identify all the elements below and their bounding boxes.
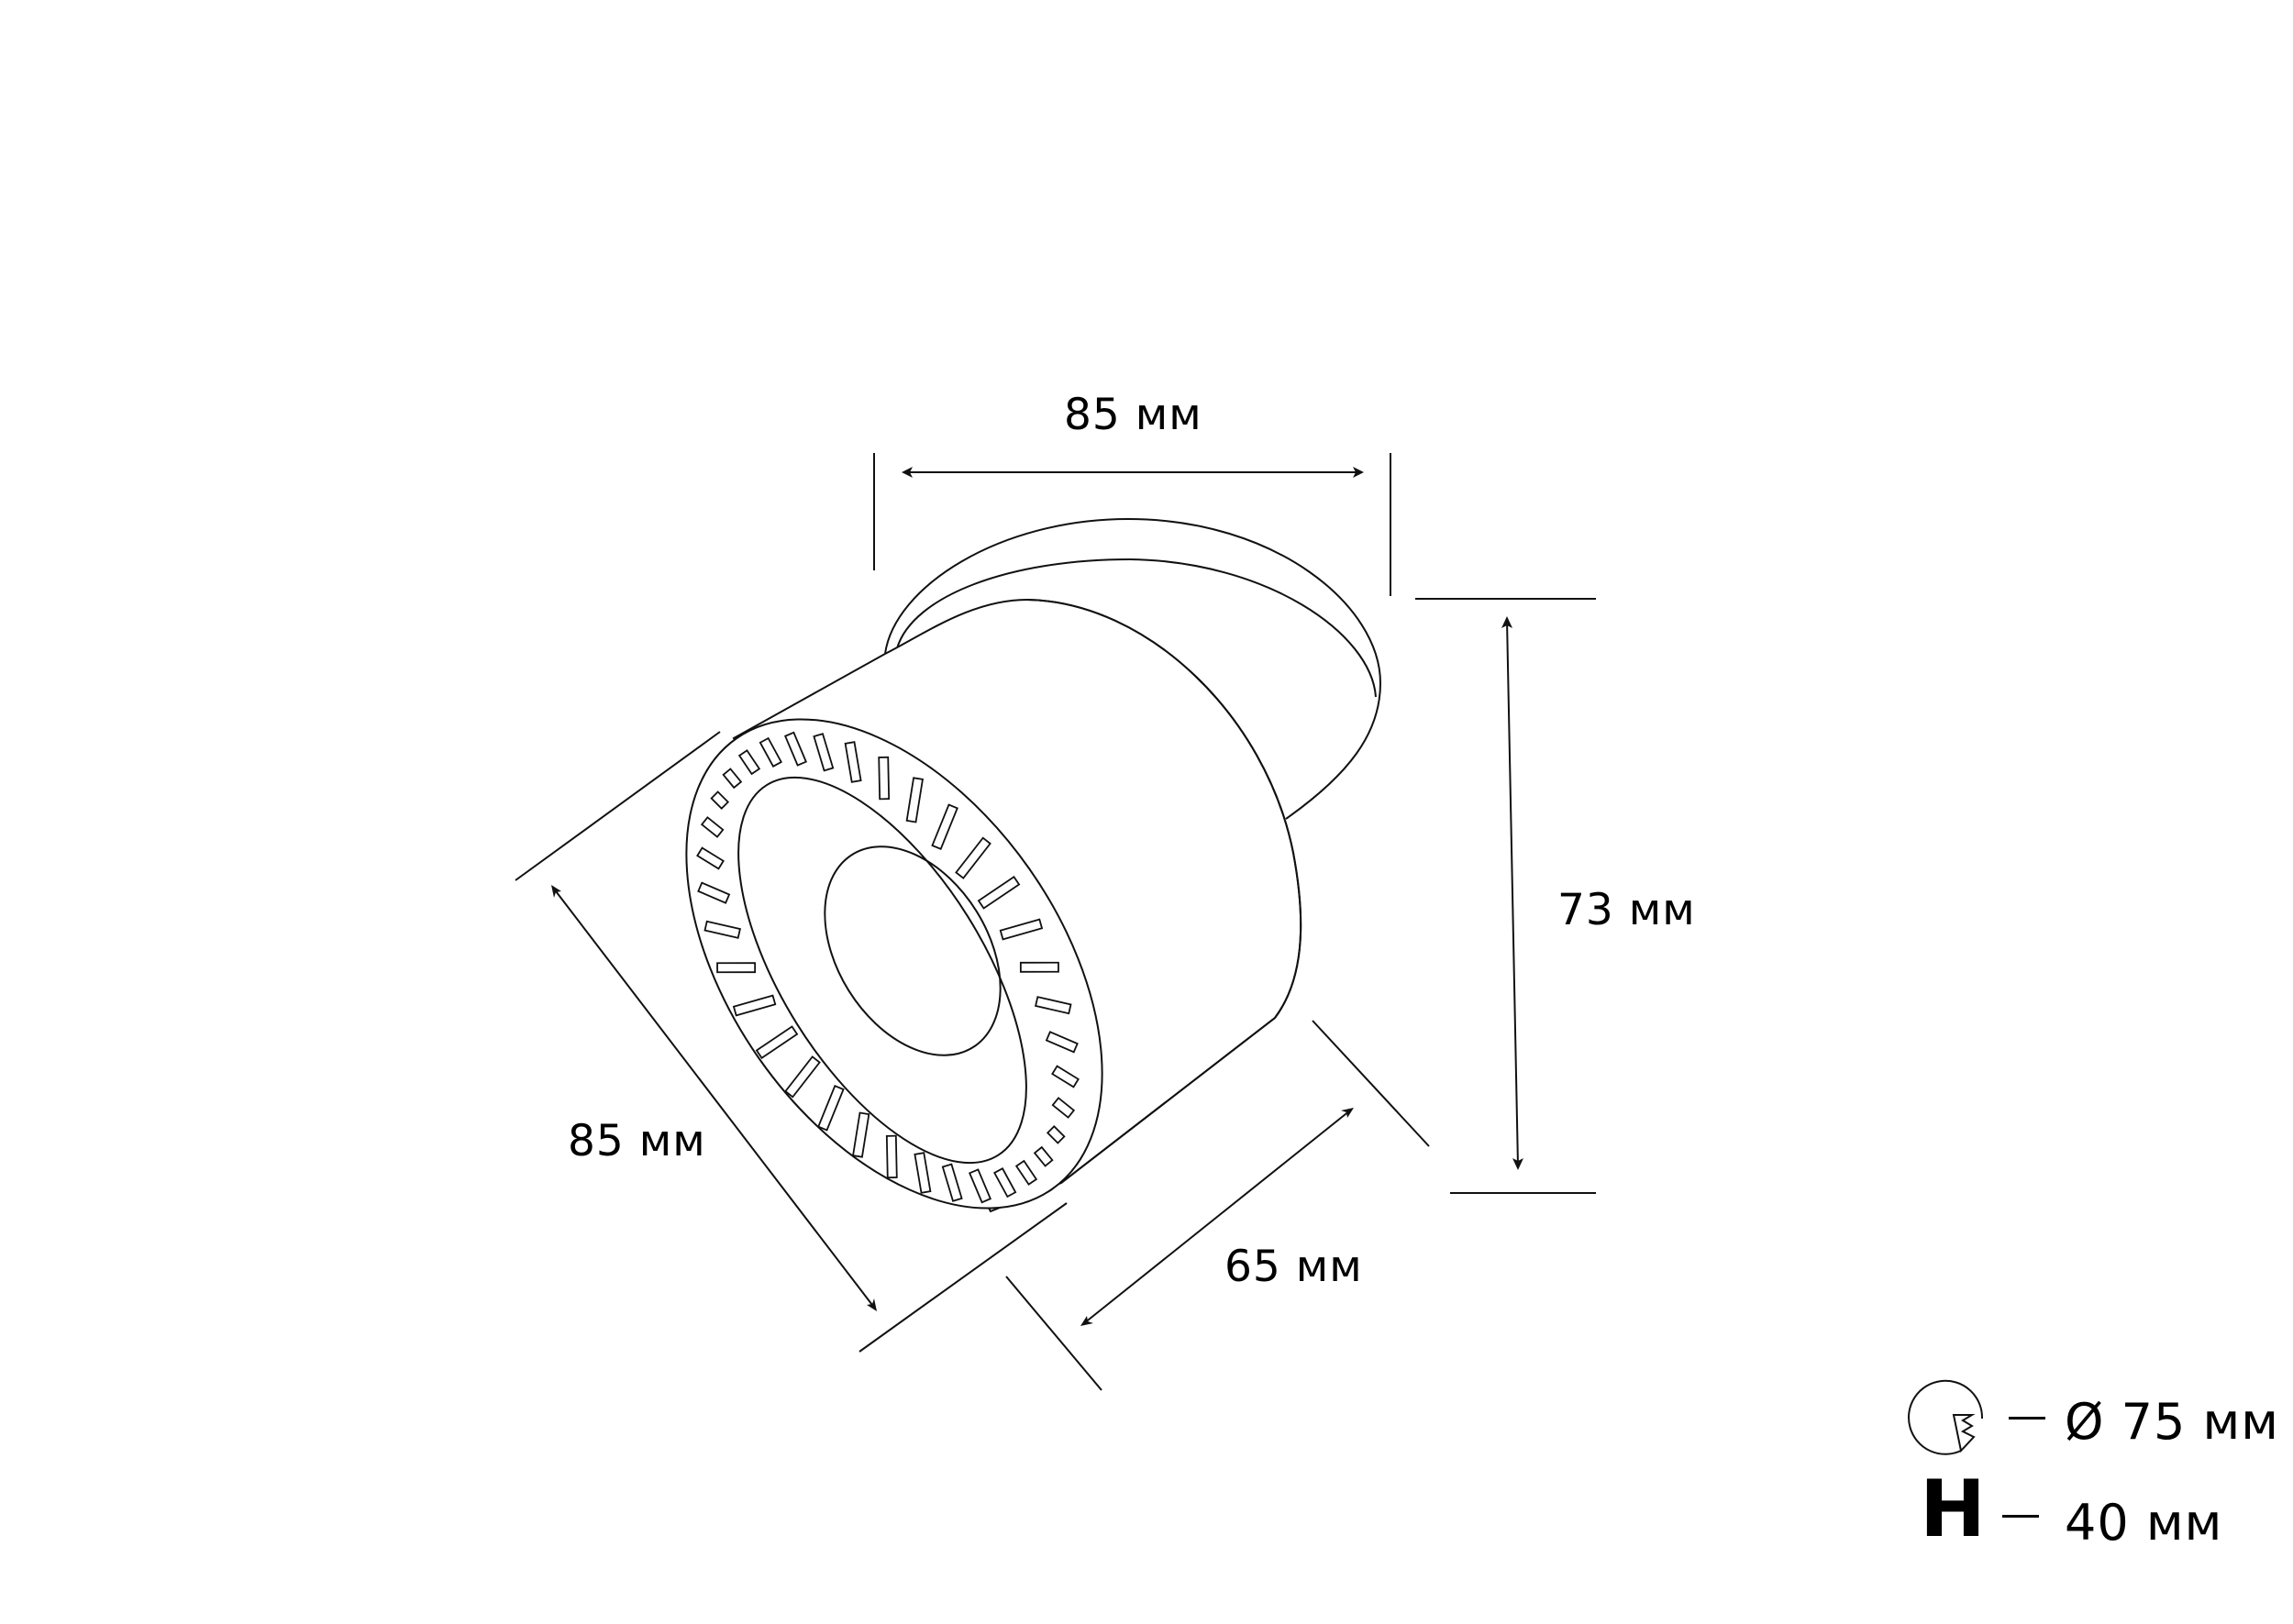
ventilation-slots — [696, 731, 1080, 1204]
vent-slot — [885, 1134, 898, 1179]
dimension-label-depth-bottom: 65 мм — [1224, 1242, 1363, 1292]
front-face — [685, 718, 1103, 1210]
vent-slot — [783, 731, 808, 767]
legend-cutout-diameter: Ø 75 мм — [2065, 1393, 2280, 1451]
dimension-depth-bottom — [1005, 1020, 1430, 1391]
vent-slot — [968, 1168, 992, 1204]
vent-slot — [931, 803, 958, 850]
vent-slot — [1014, 1159, 1038, 1186]
vent-slot — [914, 1152, 932, 1194]
dimension-label-depth-left: 85 мм — [568, 1116, 706, 1166]
vent-slot — [852, 1111, 870, 1158]
vent-slot — [696, 846, 725, 870]
dimension-width-top — [873, 453, 1391, 596]
vent-slot — [999, 918, 1044, 941]
vent-slot — [993, 1167, 1017, 1199]
legend-height-value: 40 мм — [2065, 1494, 2223, 1552]
vent-slot — [813, 733, 835, 772]
dimension-height-right — [1415, 598, 1596, 1194]
dimension-depth-left — [515, 731, 1068, 1353]
dimension-label-height-right: 73 мм — [1557, 885, 1696, 935]
vent-slot — [1051, 1097, 1076, 1119]
vent-slot — [1035, 996, 1072, 1015]
vent-slot — [784, 1055, 821, 1099]
vent-slot — [716, 962, 757, 974]
vent-slot — [703, 920, 741, 939]
vent-slot — [697, 881, 731, 904]
cutout-diameter-icon — [1908, 1379, 1984, 1455]
vent-slot — [737, 749, 761, 776]
dimension-label-width-top: 85 мм — [1064, 390, 1202, 440]
vent-slot — [1051, 1065, 1080, 1088]
vent-slot — [941, 1163, 963, 1202]
mounting-flange — [884, 517, 1382, 820]
lens — [824, 845, 1002, 1056]
vent-slot — [1019, 961, 1059, 973]
vent-slot — [977, 876, 1021, 910]
legend-dash-diameter — [2009, 1417, 2045, 1420]
vent-slot — [1033, 1145, 1054, 1167]
vent-slot — [1045, 1031, 1079, 1054]
vent-slot — [755, 1025, 799, 1059]
vent-slot — [955, 836, 991, 879]
vent-slot — [817, 1085, 845, 1132]
legend-dash-height — [2002, 1515, 2039, 1518]
vent-slot — [759, 736, 782, 768]
vent-slot — [1046, 1125, 1066, 1144]
legend-height-symbol: H — [1920, 1464, 1986, 1555]
vent-slot — [878, 756, 891, 801]
vent-slot — [732, 994, 777, 1017]
vent-slot — [844, 741, 862, 783]
vent-slot — [905, 777, 924, 823]
vent-slot — [710, 790, 730, 810]
vent-slot — [700, 816, 725, 838]
vent-slot — [722, 768, 743, 790]
